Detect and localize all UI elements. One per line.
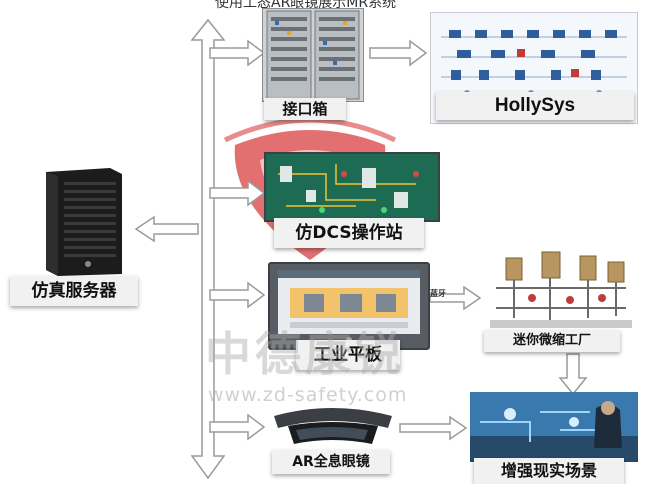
ar-glasses-image (268, 398, 398, 450)
label-hollysys: HollySys (436, 92, 634, 120)
label-dcs: 仿DCS操作站 (274, 218, 424, 248)
server-image (36, 166, 124, 278)
arrow-to-server (134, 215, 199, 243)
vertical-bus-arrow (190, 18, 226, 480)
arrow-tablet-to-factory (429, 285, 482, 311)
arrow-cabinet-to-hollysys (369, 39, 428, 67)
industrial-tablet-image (268, 262, 430, 350)
arrow-to-glasses (209, 413, 266, 441)
arrow-to-cabinet (209, 39, 266, 67)
label-ar-scene: 增强现实场景 (474, 458, 624, 484)
label-factory: 迷你微缩工厂 (484, 330, 620, 352)
interface-cabinet-image (262, 8, 364, 102)
bluetooth-label: 蓝牙 (430, 289, 446, 298)
dcs-screen-image (264, 152, 440, 222)
ar-scene-image (470, 392, 638, 462)
label-server: 仿真服务器 (10, 276, 138, 306)
label-tablet: 工业平板 (296, 340, 400, 370)
arrow-factory-to-ar (558, 353, 588, 396)
arrow-to-dcs (209, 179, 266, 207)
diagram-title: 使用工态AR眼镜展示MR系统 (215, 0, 397, 11)
arrow-glasses-to-ar (399, 415, 468, 441)
mini-factory-image (486, 248, 636, 332)
label-glasses: AR全息眼镜 (272, 450, 390, 474)
label-cabinet: 接口箱 (264, 98, 346, 120)
arrow-to-tablet (209, 281, 266, 309)
